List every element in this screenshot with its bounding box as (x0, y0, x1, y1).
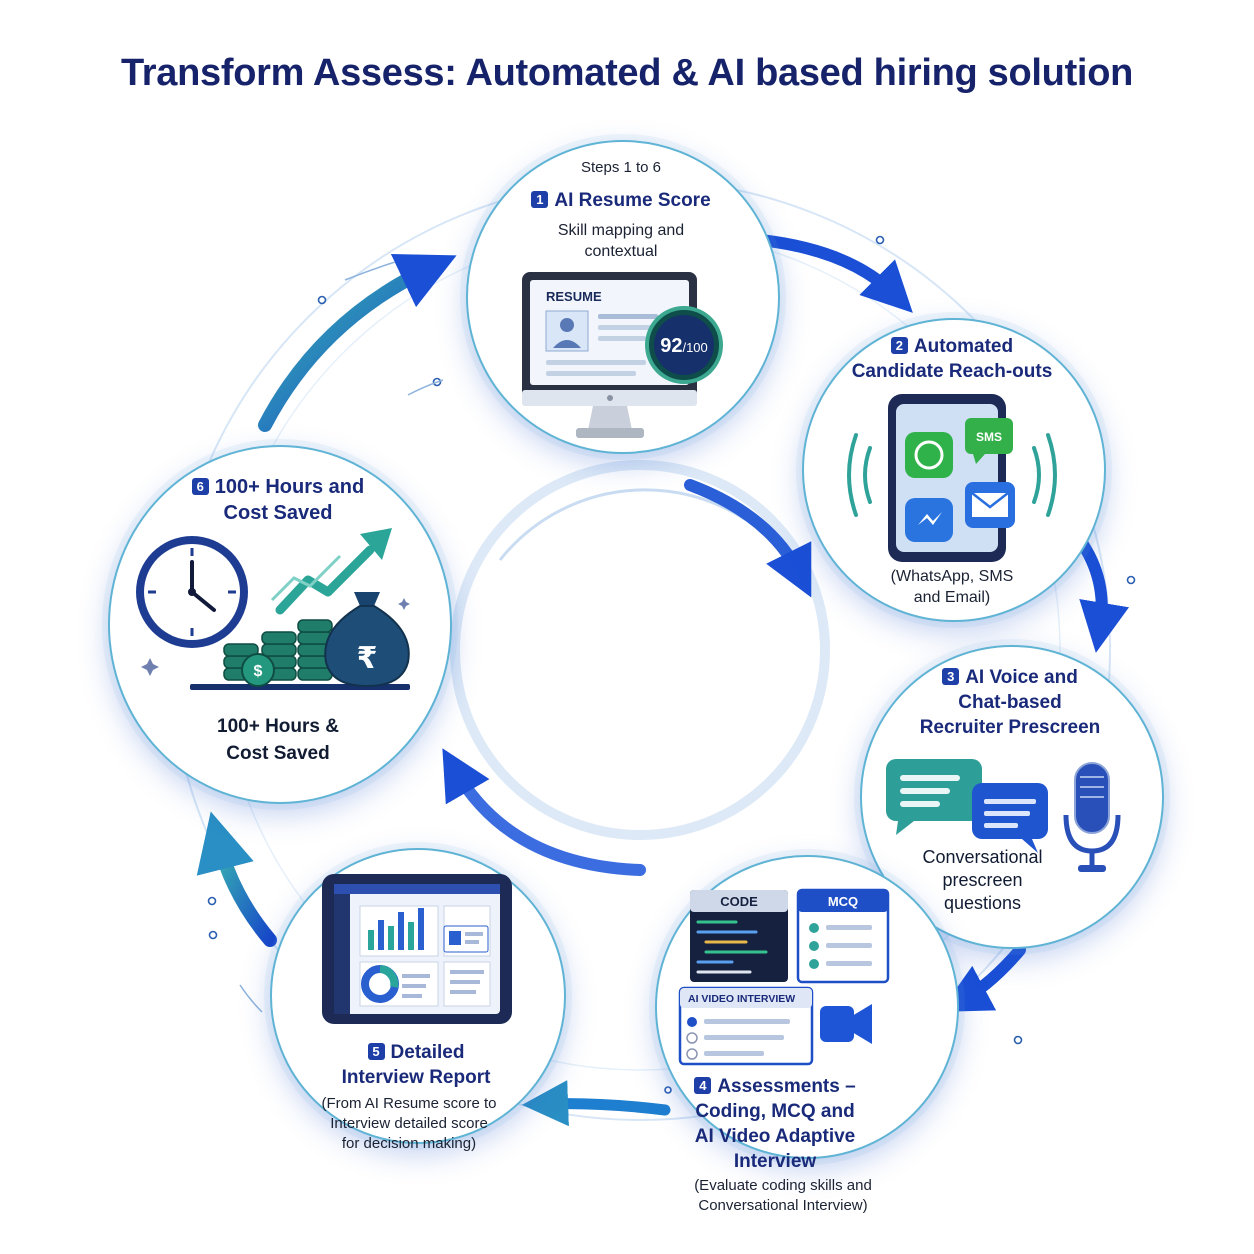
bar-chart-graphic (359, 905, 439, 957)
monitor-resume-icon: RESUME 92/100 (522, 272, 723, 438)
video-interview-label: AI VIDEO INTERVIEW (688, 993, 795, 1005)
page-title: Transform Assess: Automated & AI based h… (120, 52, 1134, 94)
step-3-badge: 3 (942, 668, 960, 685)
step-1-title: 1 AI Resume Score (486, 188, 756, 213)
donut-chart-graphic (359, 961, 439, 1007)
money-bag-icon: ₹ (324, 592, 410, 688)
arrow-step1-to-2 (754, 234, 913, 313)
step-5-title-line2: Interview Report (341, 1067, 491, 1088)
steps-label: Steps 1 to 6 (580, 159, 662, 176)
coin-stacks-icon: $ (190, 619, 410, 690)
assessment-windows-icon: CODE MCQ AI VIDEO INTERVIEW (678, 888, 890, 1066)
tablet-report-icon (322, 874, 512, 1024)
step-3-caption-line1: Conversational (922, 847, 1043, 867)
step-4-note-line2: Conversational Interview) (698, 1197, 868, 1214)
step-3-title-line2: Chat-based (958, 692, 1062, 713)
signal-waves-icon (847, 433, 1057, 517)
phone-messaging-icon: SMS (847, 394, 1057, 562)
center-ring (450, 460, 830, 840)
growth-arrow-icon (270, 528, 392, 615)
step-4-note-line1: (Evaluate coding skills and (694, 1177, 872, 1194)
step-6-caption-line1: 100+ Hours & (217, 716, 339, 737)
step-4-title-line3: AI Video Adaptive (694, 1126, 856, 1147)
step-5-note-line3: for decision making) (341, 1135, 477, 1152)
inner-arrow-right (684, 479, 812, 598)
step-3-caption-line3: questions (943, 893, 1022, 913)
code-label: CODE (720, 894, 758, 909)
profile-card-graphic (443, 925, 489, 953)
step-1-badge: 1 (531, 191, 549, 208)
step-6-caption-line2: Cost Saved (226, 743, 330, 764)
step-1-title-text: AI Resume Score (554, 190, 711, 211)
step-1-subtitle-line2: contextual (584, 243, 658, 260)
clock-icon (136, 536, 248, 648)
mcq-label: MCQ (828, 894, 858, 909)
inner-arrow-left (442, 748, 646, 876)
whatsapp-icon (905, 432, 953, 478)
arrow-step6-to-1 (258, 253, 457, 432)
resume-label: RESUME (546, 289, 602, 304)
step-3-caption-line2: prescreen (942, 870, 1023, 890)
step-4-badge: 4 (694, 1077, 712, 1094)
step-5-note-line1: (From AI Resume score to (321, 1095, 497, 1112)
step-2-note-line1: (WhatsApp, SMS (890, 568, 1014, 585)
sms-label: SMS (976, 430, 1002, 444)
decorative-dots (207, 235, 1136, 1094)
arrow-step3-to-4 (939, 944, 1026, 1012)
step-6-title-line2: Cost Saved (223, 502, 333, 524)
step-2-note-line2: and Email) (913, 589, 991, 606)
step-5-badge: 5 (367, 1043, 385, 1060)
coin-symbol: $ (254, 663, 263, 680)
sparkle-icons (141, 598, 410, 676)
step-4-title-line4: Interview (733, 1151, 817, 1172)
resume-score-text: 92/100 (660, 335, 708, 357)
chat-microphone-icon (886, 759, 1121, 872)
step-1-subtitle-line1: Skill mapping and (557, 222, 685, 239)
video-camera-icon (820, 1006, 854, 1042)
arrow-step2-to-3 (1074, 534, 1129, 653)
rupee-symbol: ₹ (357, 641, 378, 676)
step-4-title-line2: Coding, MCQ and (695, 1101, 855, 1122)
decorative-swooshes (239, 261, 444, 1013)
step-2-title-line2: Candidate Reach-outs (851, 361, 1053, 382)
step-6-badge: 6 (191, 478, 209, 495)
clock-money-icon: $ ₹ (136, 528, 410, 690)
code-window-icon (690, 890, 788, 982)
step-2-badge: 2 (890, 337, 908, 354)
arrow-step4-to-5 (521, 1080, 671, 1127)
sms-bubble-icon (965, 418, 1013, 454)
step-5-note-line2: Interview detailed score (330, 1115, 488, 1132)
arrow-step5-to-6 (196, 811, 277, 947)
step-3-title-line3: Recruiter Prescreen (919, 717, 1101, 738)
